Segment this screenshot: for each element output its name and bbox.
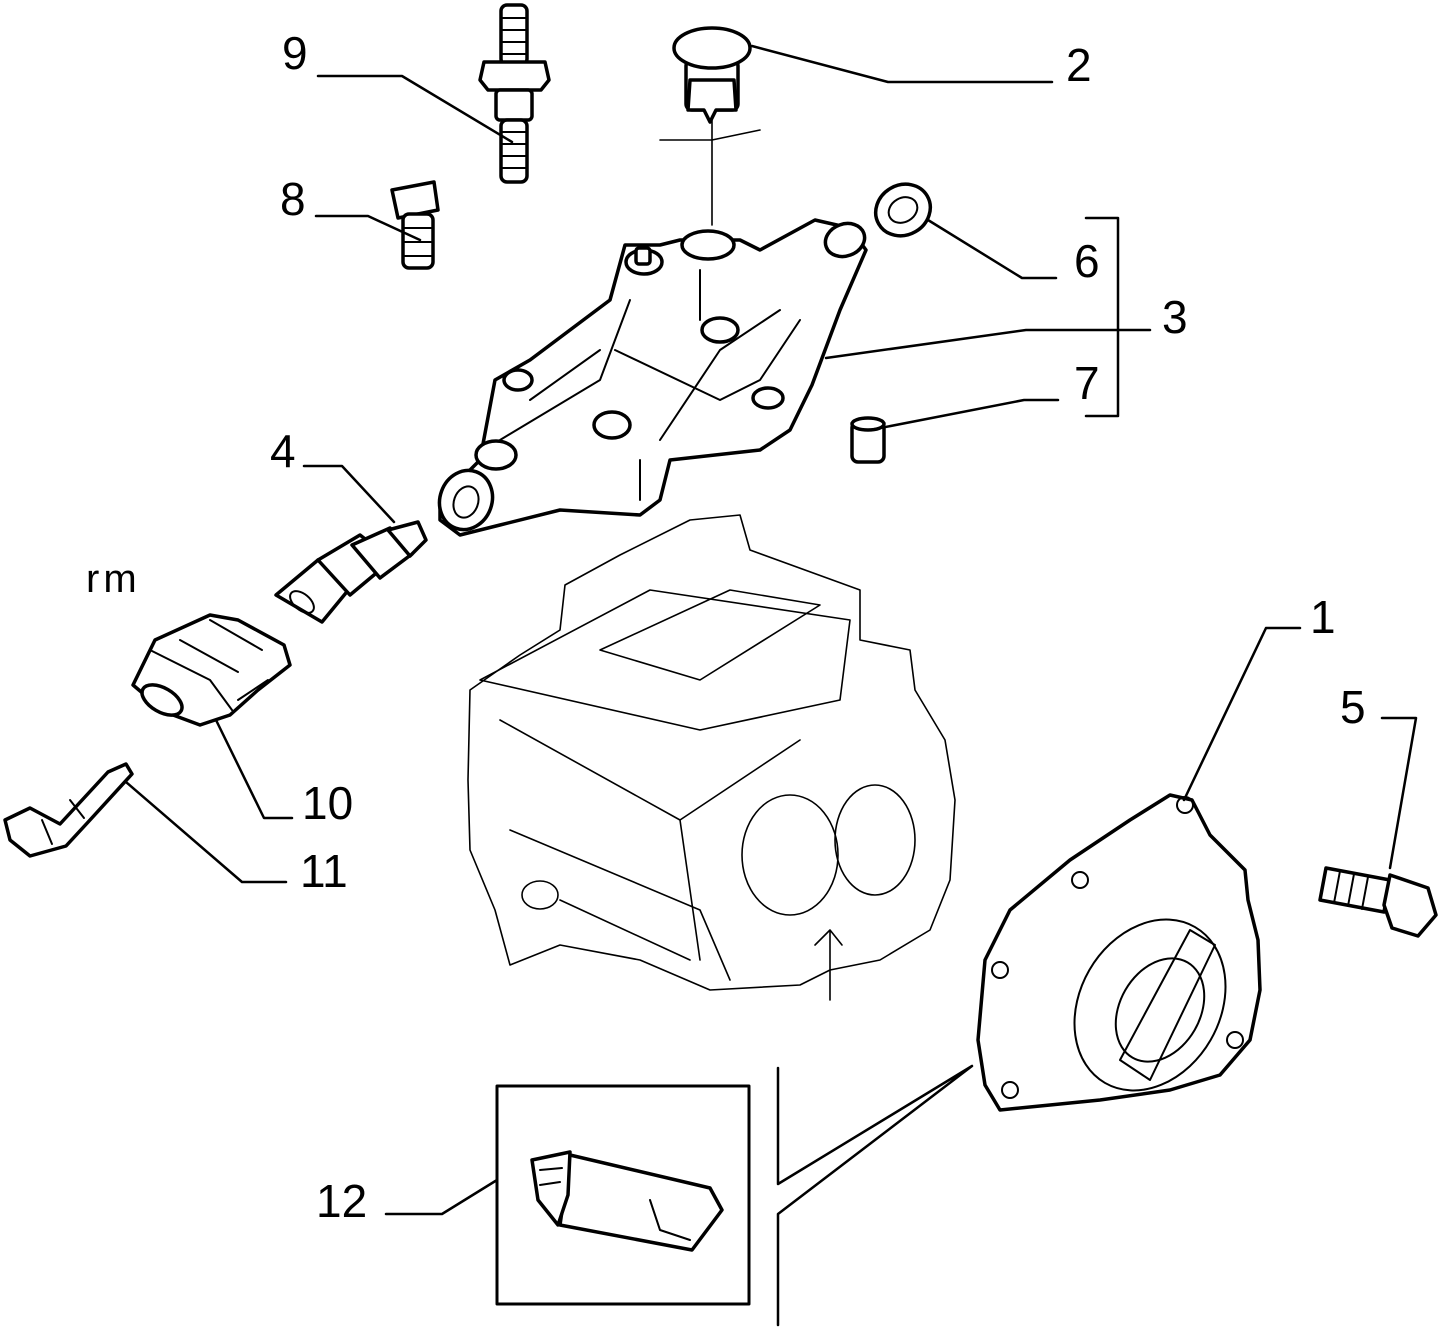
part-7-sleeve bbox=[850, 416, 886, 464]
part-6-seal-ring bbox=[873, 182, 933, 238]
callout-2: 2 bbox=[1066, 39, 1092, 91]
part-1-end-cover bbox=[976, 793, 1262, 1112]
callout-11: 11 bbox=[300, 845, 348, 897]
callout-9: 9 bbox=[282, 27, 308, 79]
callout-1: 1 bbox=[1310, 591, 1336, 643]
part-5-bolt bbox=[1318, 866, 1438, 938]
callout-6: 6 bbox=[1074, 235, 1100, 287]
leader-lines bbox=[124, 44, 1418, 1327]
part-9-stud-bolt bbox=[478, 3, 551, 184]
part-3-housing-cover bbox=[437, 218, 868, 537]
part-4-sensor bbox=[274, 520, 428, 624]
part-2-plug bbox=[659, 26, 761, 226]
callout-5: 5 bbox=[1340, 681, 1366, 733]
part-11-terminal bbox=[3, 762, 134, 858]
callout-4: 4 bbox=[270, 425, 296, 477]
part-8-bolt bbox=[390, 180, 440, 270]
part-12-sealant-tube bbox=[495, 1084, 751, 1306]
callout-12: 12 bbox=[316, 1175, 368, 1227]
callout-10: 10 bbox=[302, 777, 354, 829]
callout-3: 3 bbox=[1162, 291, 1188, 343]
callout-7: 7 bbox=[1074, 357, 1100, 409]
callout-8: 8 bbox=[280, 173, 306, 225]
note-label: rm bbox=[86, 557, 141, 601]
part-10-connector bbox=[131, 613, 292, 727]
gearbox-casing bbox=[467, 514, 956, 1001]
